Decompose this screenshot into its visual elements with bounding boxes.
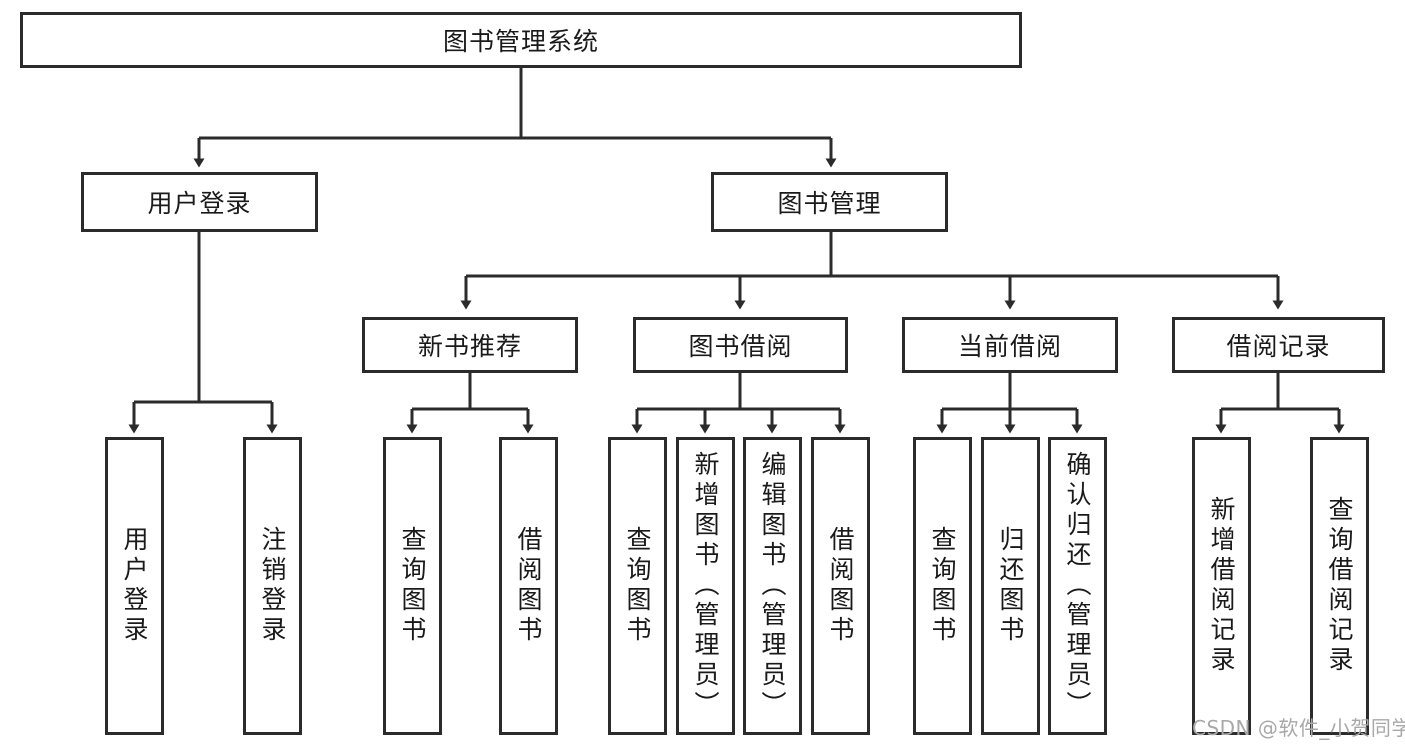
watermark: CSDN @软件_小贺同学 [1192,716,1405,740]
node-label: 图书管理 [777,189,882,218]
node-label: 用户登录 [147,189,252,218]
leaf-current-borrow-confirm-return[interactable]: 确认归还（管理员） [1048,437,1107,735]
leaf-book-borrow-add[interactable]: 新增图书（管理员） [676,437,735,735]
node-label: 借阅图书 [826,526,855,646]
node-label: 编辑图书（管理员） [758,451,787,721]
node-label: 借阅记录 [1226,332,1331,361]
node-label: 新书推荐 [417,332,522,361]
node-label: 借阅图书 [514,526,543,646]
node-label: 归还图书 [996,526,1025,646]
leaf-borrow-record-add[interactable]: 新增借阅记录 [1192,437,1251,735]
node-current-borrow[interactable]: 当前借阅 [902,317,1118,373]
leaf-new-book-query[interactable]: 查询图书 [383,437,442,735]
node-label: 图书借阅 [688,332,793,361]
leaf-book-borrow-borrow[interactable]: 借阅图书 [811,437,870,735]
node-root-system[interactable]: 图书管理系统 [20,12,1022,68]
node-label: 当前借阅 [957,332,1062,361]
node-book-management[interactable]: 图书管理 [711,172,948,232]
leaf-book-borrow-edit[interactable]: 编辑图书（管理员） [743,437,802,735]
leaf-new-book-borrow[interactable]: 借阅图书 [499,437,558,735]
leaf-book-borrow-query[interactable]: 查询图书 [608,437,667,735]
leaf-user-login-logout[interactable]: 注销登录 [243,437,302,735]
node-borrow-record[interactable]: 借阅记录 [1172,317,1385,373]
leaf-current-borrow-return[interactable]: 归还图书 [981,437,1040,735]
node-label: 图书管理系统 [442,27,599,56]
node-new-book-recommend[interactable]: 新书推荐 [362,317,578,373]
node-label: 新增图书（管理员） [691,451,720,721]
node-label: 查询借阅记录 [1325,496,1354,676]
node-label: 注销登录 [258,526,287,646]
leaf-user-login-login[interactable]: 用户登录 [105,437,164,735]
node-label: 新增借阅记录 [1207,496,1236,676]
node-label: 用户登录 [120,526,149,646]
node-book-borrow[interactable]: 图书借阅 [633,317,848,373]
node-label: 查询图书 [398,526,427,646]
leaf-borrow-record-query[interactable]: 查询借阅记录 [1310,437,1369,735]
node-label: 查询图书 [623,526,652,646]
node-label: 确认归还（管理员） [1063,451,1092,721]
leaf-current-borrow-query[interactable]: 查询图书 [913,437,972,735]
node-user-login[interactable]: 用户登录 [81,172,318,232]
node-label: 查询图书 [928,526,957,646]
